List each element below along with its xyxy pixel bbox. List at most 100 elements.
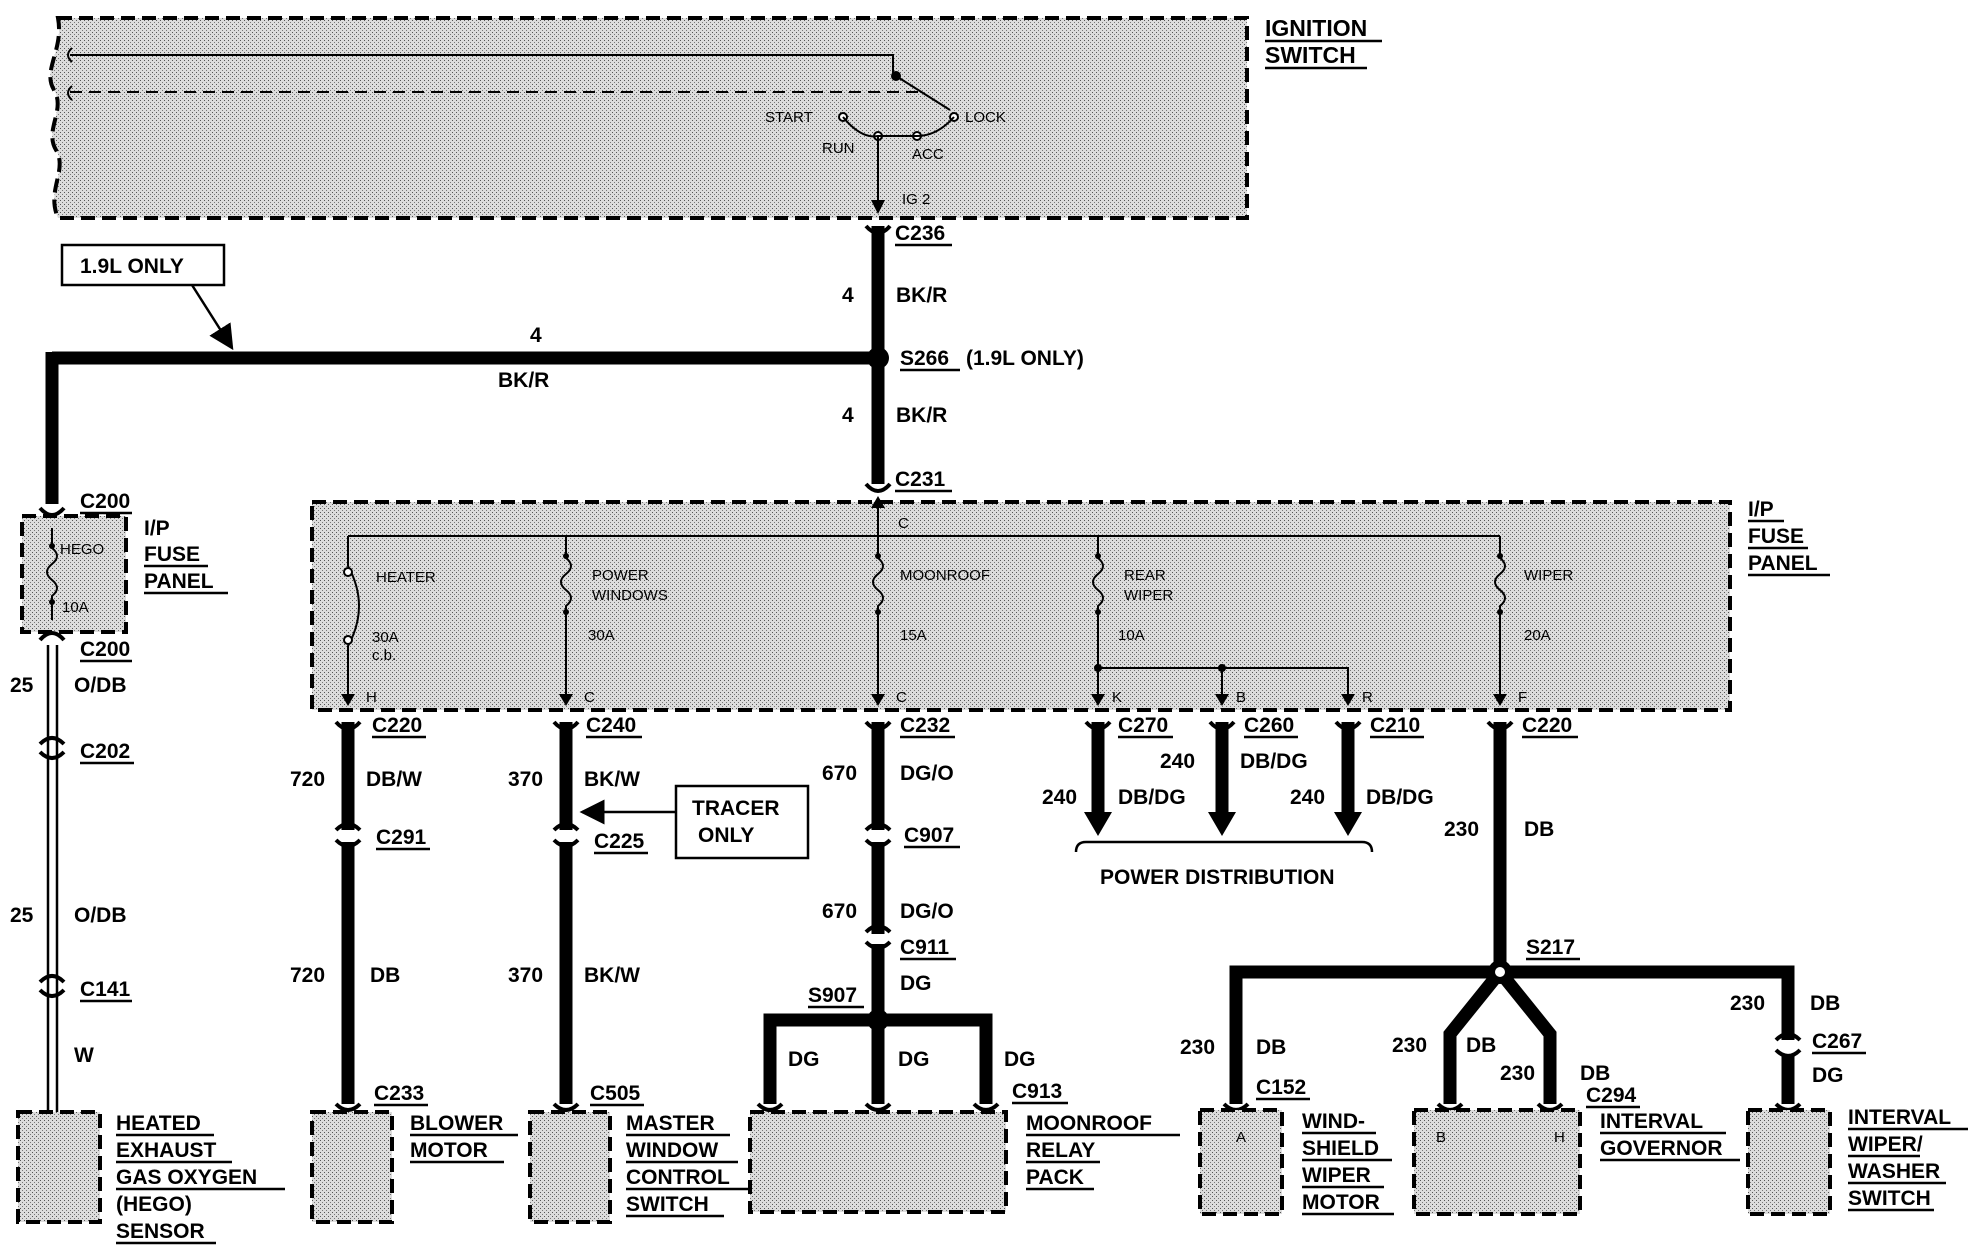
tracer-only-1: TRACER [692,797,780,820]
moonroof-leg-left: DG [788,1048,820,1071]
sw-component-4: SWITCH [1848,1187,1931,1210]
blower-component-2: MOTOR [410,1139,488,1162]
heater-fuse-extra: c.b. [372,647,396,664]
wiper-color: DB [1524,818,1554,841]
moonroof-component-1: MOONROOF [1026,1112,1152,1135]
moonroof-fuse-rating: 15A [900,627,927,644]
c294-label: C294 [1586,1084,1637,1107]
main-panel-label-3: PANEL [1748,552,1818,575]
heater-fuse-name: HEATER [376,569,436,586]
c225-label: C225 [594,830,645,853]
sw-component-3: WASHER [1848,1160,1940,1183]
lower-circuit: 4 [842,404,854,427]
ignition-switch-title-1: IGNITION [1265,15,1367,41]
wiper-right-circuit: 230 [1730,992,1765,1015]
heater-pin: H [366,689,377,706]
hego-circuit-b: 25 [10,904,34,927]
rear-wiper-pin-b: B [1236,689,1246,706]
window-component-4: SWITCH [626,1193,709,1216]
wiper-left-circuit: 230 [1180,1036,1215,1059]
small-panel-label-3: PANEL [144,570,214,593]
branch-color: BK/R [498,369,549,392]
wiper-mid-circuit-b: 230 [1500,1062,1535,1085]
c294-pin-h: H [1554,1129,1565,1146]
blower-component-1: BLOWER [410,1112,503,1135]
wiper-right-color: DB [1810,992,1840,1015]
c202-label: C202 [80,740,130,763]
windows-fuse-name-1: POWER [592,567,649,584]
branch-circuit: 4 [530,324,542,347]
wiper-pin: F [1518,689,1527,706]
wiper-fuse-rating: 20A [1524,627,1551,644]
c152-pin: A [1236,1129,1246,1146]
ignition-acc-label: ACC [912,146,944,163]
19l-only-label: 1.9L ONLY [80,255,184,278]
sw-component-1: INTERVAL [1848,1106,1951,1129]
s907-label: S907 [808,984,857,1007]
window-circuit-b: 370 [508,964,543,987]
hego-branch-wire [16,645,102,1224]
rear-wiper-fuse-name-1: REAR [1124,567,1166,584]
s217-label: S217 [1526,936,1575,959]
main-fuse-panel: C HEATER 30A c.b. H POWER [310,496,1732,712]
hego-component-4: (HEGO) [116,1193,192,1216]
moonroof-branch-wire [748,720,1008,1214]
wiper-mid-color-b: DB [1580,1062,1610,1085]
c236-color: BK/R [896,284,947,307]
c200-top-label: C200 [80,490,130,513]
ws-component-1: WIND- [1302,1110,1365,1133]
wiper-c220-label: C220 [1522,714,1572,737]
blower-c220-label: C220 [372,714,422,737]
moonroof-leg-mid: DG [898,1048,930,1071]
hego-fuse-rating: 10A [62,599,89,616]
hego-fuse-name: HEGO [60,541,104,558]
rear-wiper-pin-r: R [1362,689,1373,706]
c907-label: C907 [904,824,954,847]
wiper-circuit: 230 [1444,818,1479,841]
c233-label: C233 [374,1082,424,1105]
wiper-left-color: DB [1256,1036,1286,1059]
hego-component-3: GAS OXYGEN [116,1166,257,1189]
blower-circuit-b: 720 [290,964,325,987]
heater-fuse-rating: 30A [372,629,399,646]
rear-color-270: DB/DG [1118,786,1186,809]
gov-component-2: GOVERNOR [1600,1137,1723,1160]
wiper-branch-wire: A B H [1198,720,1832,1216]
s266-note: (1.9L ONLY) [966,347,1084,370]
moonroof-color-b: DG/O [900,900,954,923]
blower-branch-wire [310,720,394,1224]
c152-label: C152 [1256,1076,1306,1099]
c232-label: C232 [900,714,950,737]
main-panel-label-1: I/P [1748,498,1774,521]
c505-label: C505 [590,1082,641,1105]
s266-splice [867,347,889,369]
window-color-b: BK/W [584,964,640,987]
c267-label: C267 [1812,1030,1862,1053]
moonroof-circuit-a: 670 [822,762,857,785]
hego-color-c: W [74,1044,94,1067]
ws-component-3: WIPER [1302,1164,1371,1187]
small-panel-label-1: I/P [144,517,170,540]
ignition-switch-title-2: SWITCH [1265,42,1356,68]
19l-only-callout: 1.9L ONLY [60,243,234,351]
blower-circuit-a: 720 [290,768,325,791]
hego-component-2: EXHAUST [116,1139,217,1162]
c260-label: C260 [1244,714,1294,737]
ignition-feed-wire [45,224,892,504]
rear-circuit-270: 240 [1042,786,1077,809]
wiper-fuse-name: WIPER [1524,567,1573,584]
c270-label: C270 [1118,714,1168,737]
window-component-3: CONTROL [626,1166,730,1189]
sw-component-2: WIPER/ [1848,1133,1923,1156]
window-component-2: WINDOW [626,1139,718,1162]
wiper-mid-circuit-a: 230 [1392,1034,1427,1057]
rear-circuit-260: 240 [1160,750,1195,773]
c236-circuit: 4 [842,284,854,307]
hego-component-5: SENSOR [116,1220,205,1243]
ignition-run-label: RUN [822,140,855,157]
moonroof-pin: C [896,689,907,706]
hego-component-1: HEATED [116,1112,201,1135]
windows-pin: C [584,689,595,706]
gov-component-1: INTERVAL [1600,1110,1703,1133]
window-color-a: BK/W [584,768,640,791]
